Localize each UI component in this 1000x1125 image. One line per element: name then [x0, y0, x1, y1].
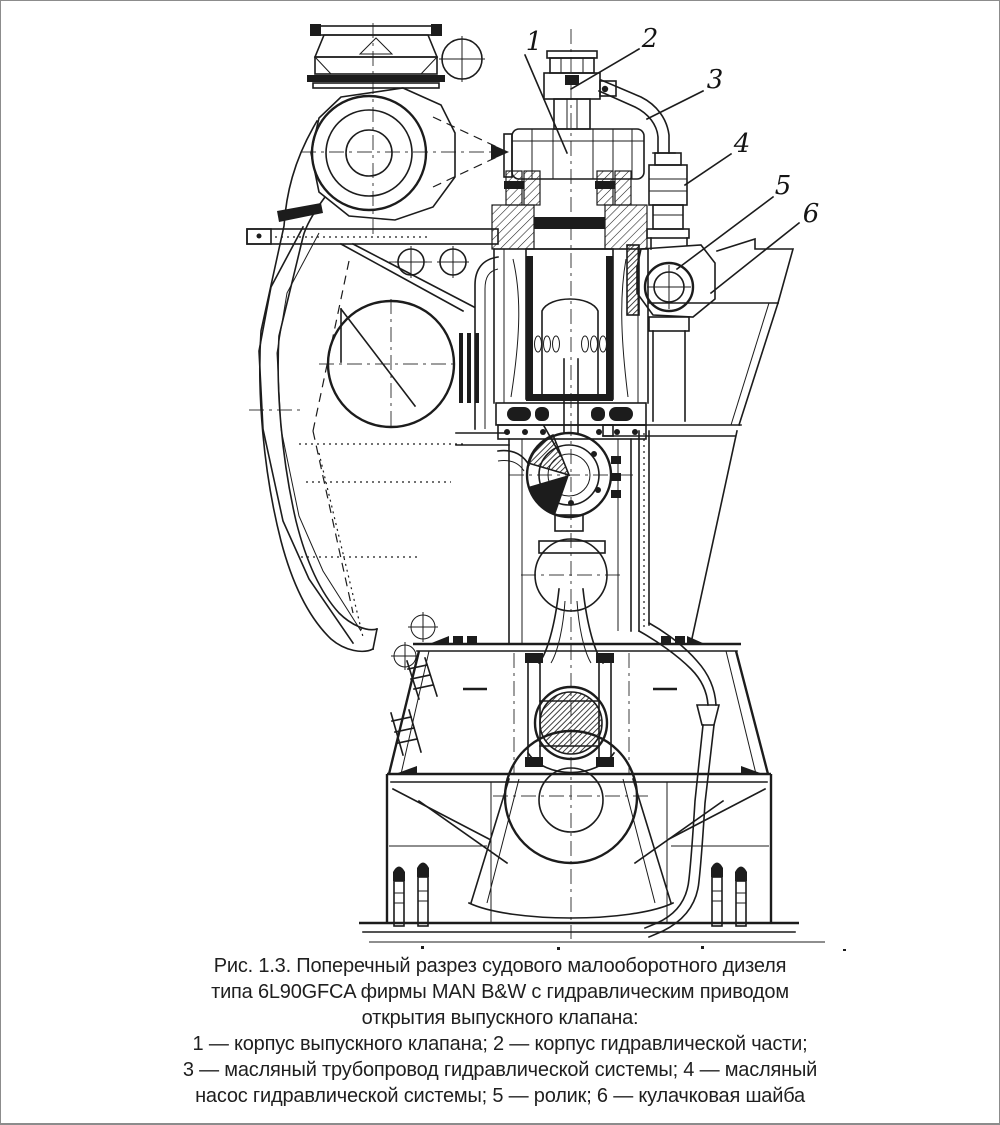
roller-cam-drawing — [626, 237, 716, 422]
cylinder-block-drawing — [474, 248, 649, 434]
callout-number-6: 6 — [803, 199, 820, 229]
exhaust-valve-housing-drawing — [503, 128, 645, 180]
caption-line-1: Рис. 1.3. Поперечный разрез судового мал… — [213, 955, 787, 977]
air-receiver-drawing — [258, 225, 510, 645]
right-casing-drawing — [602, 237, 795, 644]
scavenge-air-arrow — [432, 116, 509, 188]
figure-caption: Рис. 1.3. Поперечный разрез судового мал… — [1, 953, 999, 1109]
diaphragm-crosshead-drawing — [497, 424, 650, 665]
drain-pipe-drawing — [637, 621, 721, 939]
caption-legend-line-3: насос гидравлической системы; 5 — ролик;… — [195, 1085, 805, 1107]
caption-line-3: открытия выпускного клапана: — [361, 1007, 639, 1029]
support-beam-drawing — [246, 228, 499, 313]
hydraulic-actuator-drawing — [543, 50, 617, 130]
callout-markers: 1 2 3 4 5 6 — [523, 24, 820, 295]
callout-number-3: 3 — [707, 65, 724, 95]
oil-pipe-drawing — [597, 78, 676, 154]
bedplate-drawing — [359, 766, 846, 951]
cylinder-head-drawing — [491, 170, 648, 250]
caption-legend-line-1: 1 — корпус выпускного клапана; 2 — корпу… — [192, 1033, 808, 1055]
engine-cross-section-drawing: 1 2 3 4 5 6 — [246, 23, 846, 951]
engine-frame-drawing — [387, 636, 770, 775]
caption-line-2: типа 6L90GFCA фирмы MAN B&W с гидравличе… — [211, 981, 789, 1003]
callout-number-4: 4 — [733, 129, 751, 159]
turbocharger-drawing — [259, 36, 485, 670]
oil-pump-drawing — [646, 152, 690, 239]
callout-number-2: 2 — [641, 24, 659, 54]
callout-number-1: 1 — [526, 27, 543, 57]
callout-number-5: 5 — [775, 171, 792, 201]
caption-legend-line-2: 3 — масляный трубопровод гидравлической … — [182, 1059, 818, 1081]
crankshaft-drawing — [417, 653, 725, 919]
exhaust-stack-drawing — [307, 24, 445, 89]
